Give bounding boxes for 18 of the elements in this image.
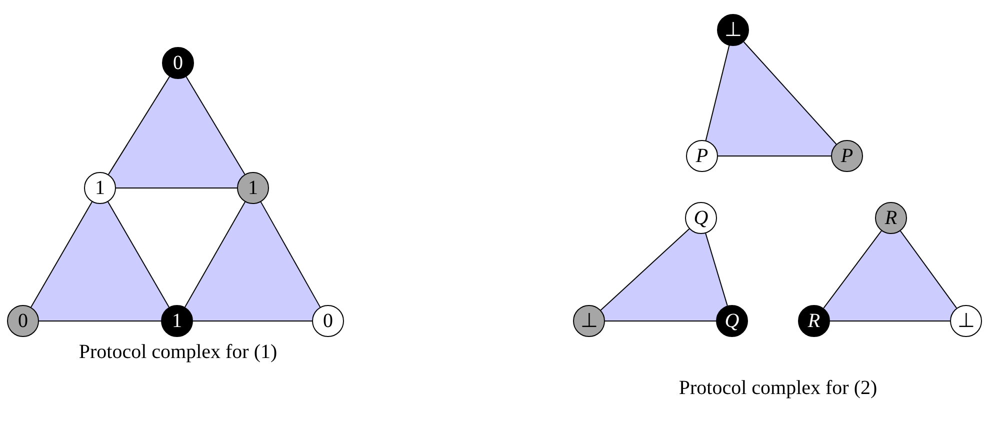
edge-line bbox=[30, 201, 92, 308]
edge-line bbox=[705, 45, 730, 141]
edge-line bbox=[108, 201, 170, 308]
edge-line bbox=[186, 76, 246, 175]
edge-line bbox=[900, 230, 958, 309]
caption-text: Protocol complex for (2) bbox=[678, 378, 878, 398]
edge-line bbox=[184, 201, 246, 308]
edge-line bbox=[705, 232, 728, 306]
edge-line bbox=[108, 76, 170, 175]
edge-line bbox=[604, 320, 716, 322]
edge-line bbox=[192, 320, 312, 322]
edge-line bbox=[823, 230, 882, 309]
edge-line bbox=[743, 41, 837, 145]
edge-line bbox=[830, 320, 950, 322]
edge-line bbox=[260, 201, 321, 308]
edge-line bbox=[38, 320, 162, 322]
edge-line bbox=[600, 228, 690, 311]
caption-text: Protocol complex for (1) bbox=[78, 342, 278, 362]
